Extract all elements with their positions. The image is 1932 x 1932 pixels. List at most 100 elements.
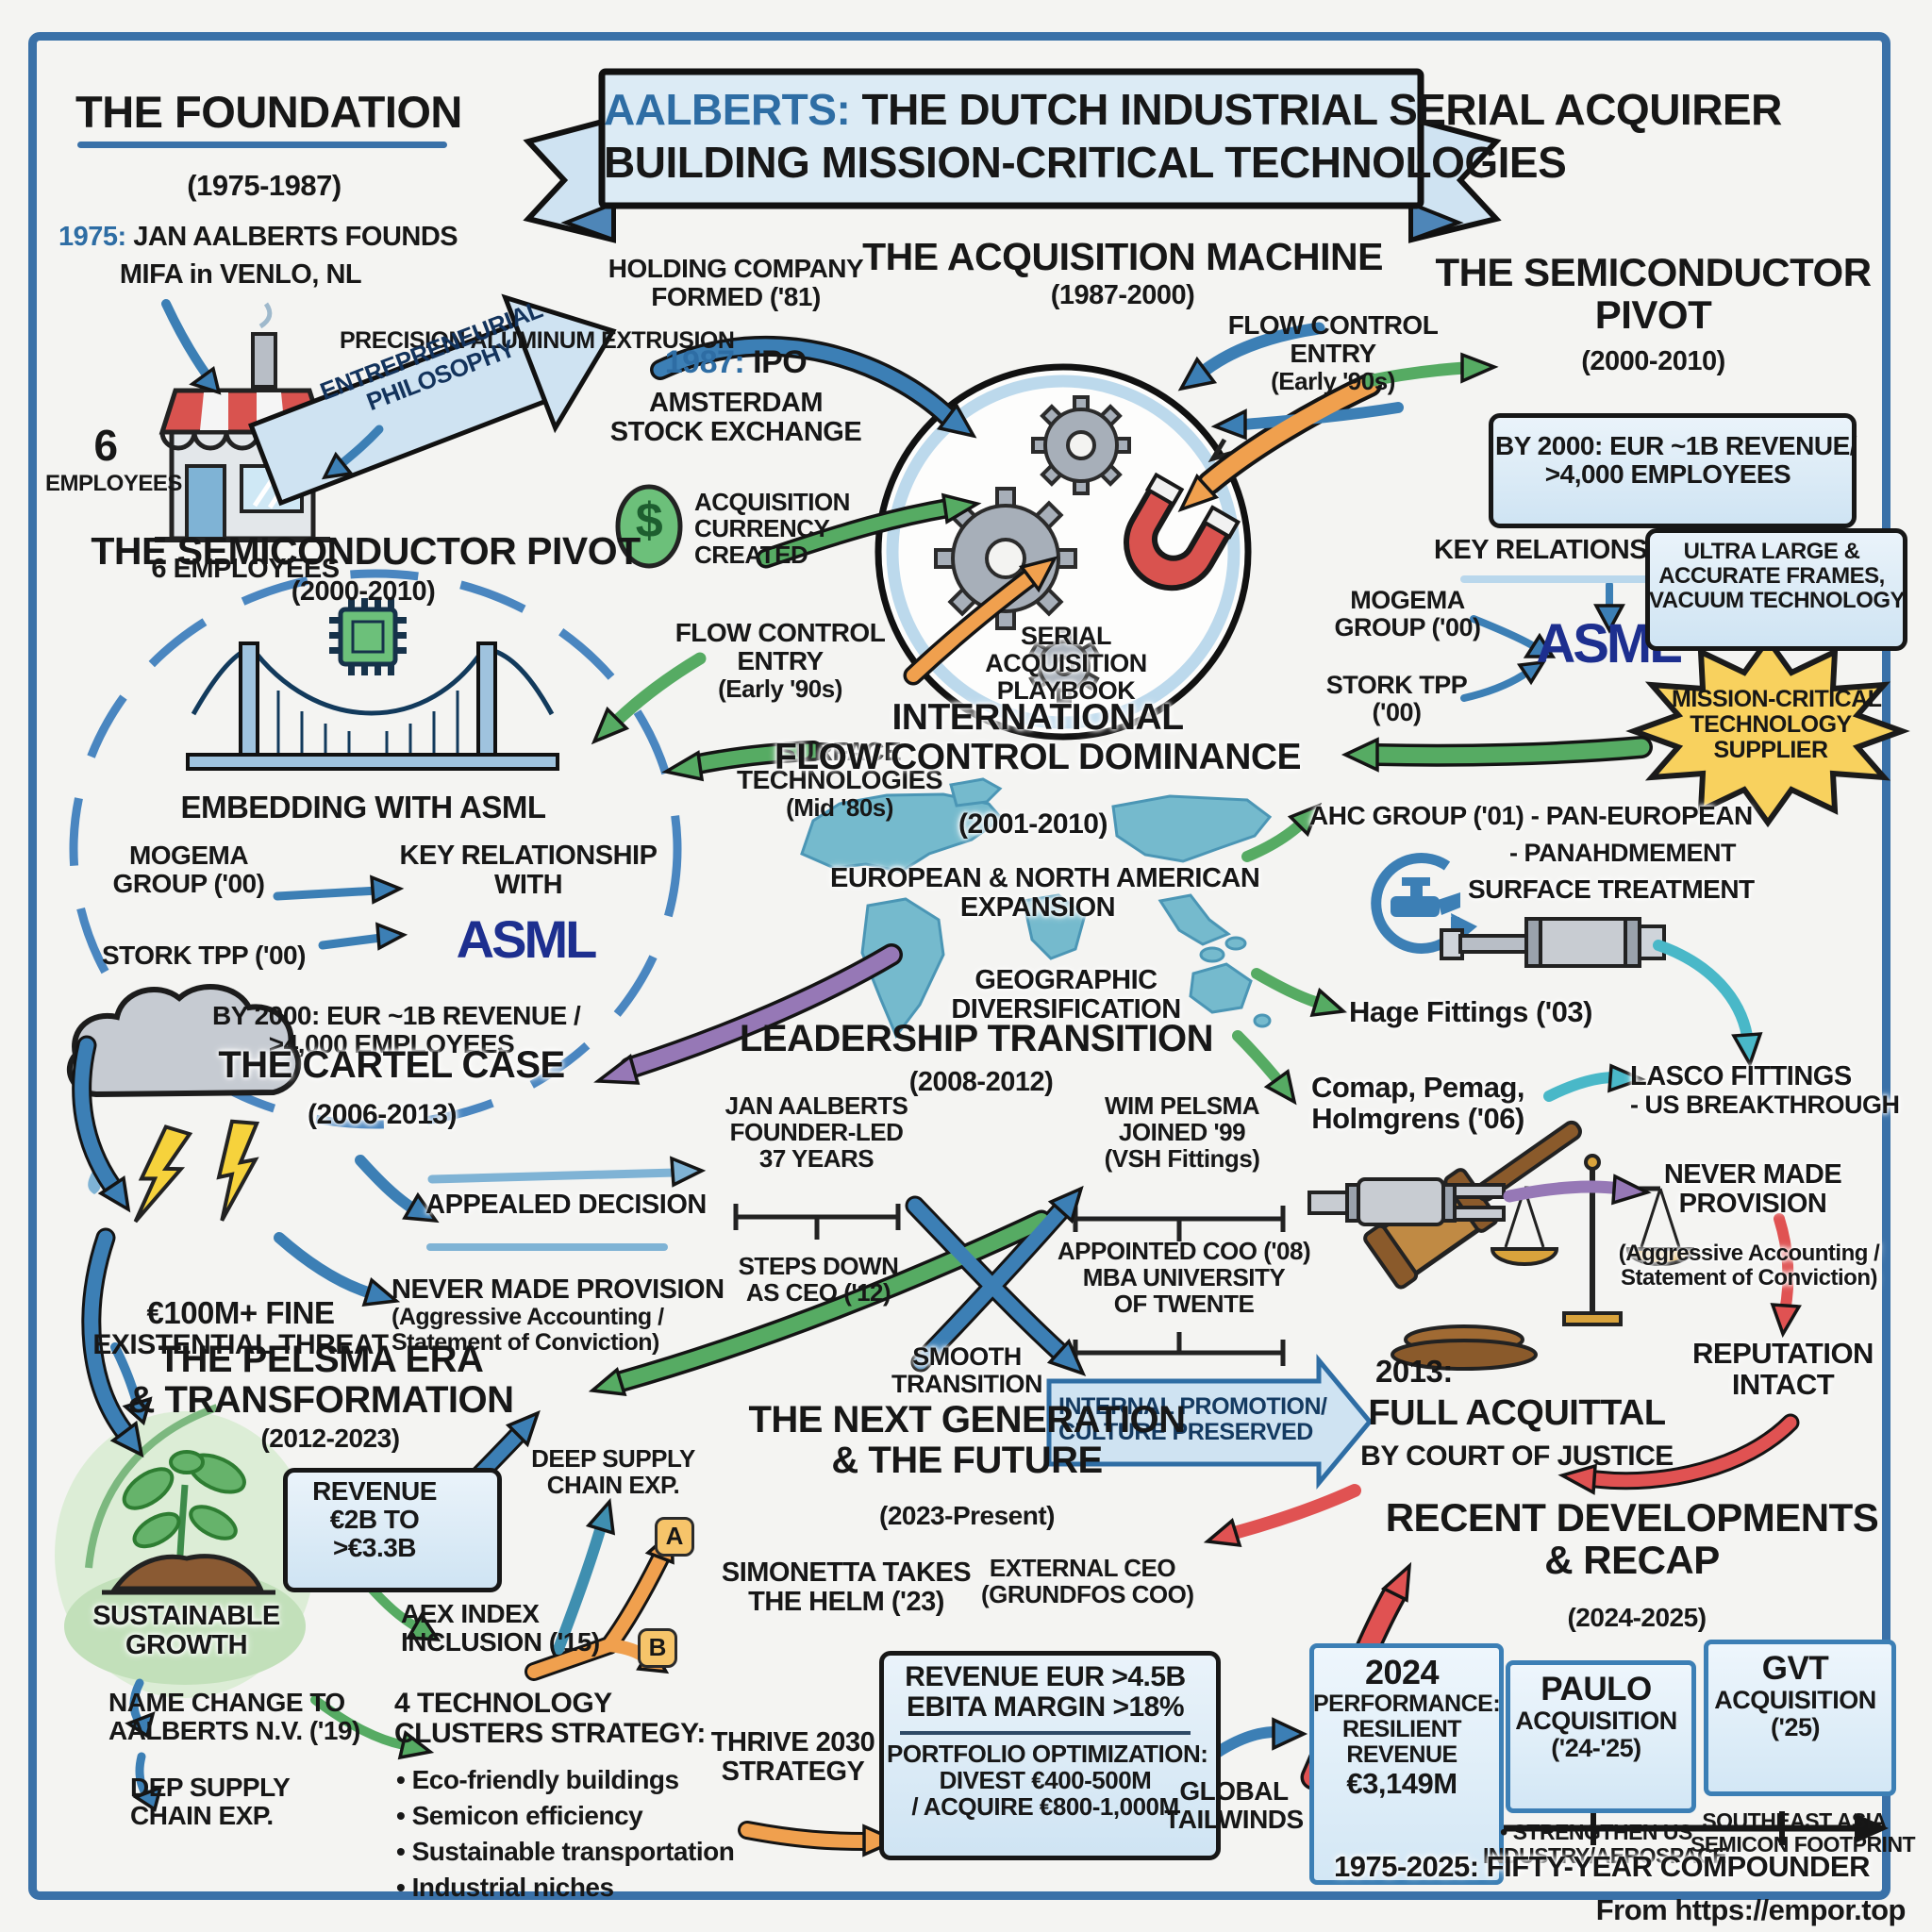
name-change: NAME CHANGE TO AALBERTS N.V. ('19) xyxy=(108,1688,360,1746)
never-made-provision-right-sub: (Aggressive Accounting / Statement of Co… xyxy=(1618,1241,1880,1291)
paulo-label: PAULO ACQUISITION ('24-'25) xyxy=(1515,1671,1677,1762)
foundation-founding-2: MIFA in VENLO, NL xyxy=(119,259,362,290)
acquittal-line1: FULL ACQUITTAL xyxy=(1368,1393,1666,1433)
smooth-transition: SMOOTH TRANSITION xyxy=(891,1342,1043,1399)
cluster-bullet-3: • Sustainable transportation xyxy=(396,1837,735,1866)
gear-tiny-icon xyxy=(1028,629,1100,703)
global-tailwinds: GLOBAL TAILWINDS xyxy=(1164,1776,1304,1835)
starburst-label: MISSION-CRITICAL TECHNOLOGY SUPPLIER xyxy=(1672,686,1882,763)
nextgen-title: THE NEXT GENERATION & THE FUTURE xyxy=(748,1399,1186,1482)
sustainable-growth: SUSTAINABLE GROWTH xyxy=(92,1601,280,1661)
dollar-icon xyxy=(615,484,683,569)
employees-label: EMPLOYEES xyxy=(45,471,182,496)
hage-fittings: Hage Fittings ('03) xyxy=(1349,995,1592,1028)
banner-title-line1: AALBERTS: THE DUTCH INDUSTRIAL SERIAL AC… xyxy=(604,85,1782,134)
revenue-growth-box xyxy=(283,1468,502,1592)
clusters-strategy: 4 TECHNOLOGY CLUSTERS STRATEGY: xyxy=(394,1688,706,1750)
flow-entry-left: FLOW CONTROL ENTRY (Early '90s) xyxy=(675,618,886,704)
revenue-growth: REVENUE €2B TO >€3.3B xyxy=(312,1476,437,1563)
never-made-provision-cartel: NEVER MADE PROVISION (Aggressive Account… xyxy=(391,1274,724,1357)
foundation-founding: 1975: JAN AALBERTS FOUNDS xyxy=(58,222,458,252)
dep-supply: DEP SUPPLY CHAIN EXP. xyxy=(130,1773,291,1831)
lasco: LASCO FITTINGS - US BREAKTHROUGH xyxy=(1630,1061,1900,1120)
mogema-left: MOGEMA GROUP ('00) xyxy=(112,841,265,899)
dollar-glyph: $ xyxy=(635,493,663,548)
flow-entry-right: FLOW CONTROL ENTRY (Early '90s) xyxy=(1227,310,1439,396)
fine-label: €100M+ FINE EXISTENTIAL THREAT xyxy=(92,1295,389,1360)
cartel-years: (2006-2013) xyxy=(308,1099,457,1130)
nextgen-box xyxy=(879,1651,1221,1860)
gavel-icon xyxy=(1363,1120,1582,1371)
banner-brand: AALBERTS: xyxy=(604,85,851,134)
stork-right: STORK TPP ('00) xyxy=(1325,671,1468,727)
cluster-bullet-2: • Semicon efficiency xyxy=(396,1801,643,1830)
pivot-right-revenue: BY 2000: EUR ~1B REVENUE/ >4,000 EMPLOYE… xyxy=(1495,431,1857,490)
nextgen-box-text: REVENUE EUR >4.5B EBITA MARGIN >18% PORT… xyxy=(887,1661,1208,1821)
ipo-line: 1987: IPO xyxy=(664,344,808,380)
wim-pelsma: WIM PELSMA JOINED '99 (VSH Fittings) xyxy=(1104,1091,1260,1174)
recent-title: RECENT DEVELOPMENTS & RECAP xyxy=(1385,1495,1879,1583)
machine-playbook: SERIAL ACQUISITION PLAYBOOK xyxy=(985,622,1147,706)
appointed-coo: APPOINTED COO ('08) MBA UNIVERSITY OF TW… xyxy=(1057,1237,1311,1319)
internal-promotion-arrow xyxy=(1046,1354,1374,1490)
steps-down: STEPS DOWN AS CEO ('12) xyxy=(738,1252,899,1307)
lightning-icon xyxy=(133,1119,260,1224)
magnet-icon xyxy=(1124,472,1241,591)
key-relationship-left: KEY RELATIONSHIP WITH xyxy=(399,841,658,901)
cartel-title: THE CARTEL CASE xyxy=(218,1044,565,1086)
intl-years: (2001-2010) xyxy=(958,808,1108,840)
perf-2024-box xyxy=(1309,1643,1504,1885)
comap-group: Comap, Pemag, Holmgrens ('06) xyxy=(1310,1071,1525,1136)
simonetta: SIMONETTA TAKES THE HELM ('23) xyxy=(721,1557,972,1618)
arrowheads xyxy=(97,352,1815,1857)
pivot-left-years: (2000-2010) xyxy=(291,576,436,607)
external-ceo: EXTERNAL CEO (GRUNDFOS COO) xyxy=(981,1554,1194,1609)
ipo-exchange: AMSTERDAM STOCK EXCHANGE xyxy=(609,388,862,448)
intl-title: INTERNATIONAL FLOW CONTROL DOMINANCE xyxy=(774,697,1302,778)
machine-years: (1987-2000) xyxy=(1050,280,1195,310)
footer-source-link[interactable]: From https://empor.top xyxy=(1595,1893,1907,1926)
appealed-decision: APPEALED DECISION xyxy=(425,1190,707,1220)
acquittal-line2: BY COURT OF JUSTICE xyxy=(1360,1441,1674,1472)
title-banner xyxy=(523,68,1502,243)
mogema-right: MOGEMA GROUP ('00) xyxy=(1334,586,1481,642)
philosophy-arrow xyxy=(248,293,617,507)
gear-small-icon xyxy=(1031,395,1131,495)
foundation-years: (1975-1987) xyxy=(187,169,341,202)
frames-label: ULTRA LARGE & ACCURATE FRAMES, VACUUM TE… xyxy=(1649,539,1906,613)
asml-logo-left: ASML xyxy=(456,909,598,969)
machine-title: THE ACQUISITION MACHINE xyxy=(862,235,1383,278)
seedling-icon xyxy=(55,1404,315,1698)
pivot-left-title: THE SEMICONDUCTOR PIVOT xyxy=(91,529,641,573)
acquittal-year: 2013: xyxy=(1375,1354,1453,1389)
surface-tech: SURFACE TECHNOLOGIES (Mid '80s) xyxy=(736,737,943,823)
internal-promotion: INTERNAL PROMOTION/ CULTURE PRESERVED xyxy=(1058,1393,1327,1445)
nextgen-years: (2023-Present) xyxy=(879,1501,1055,1530)
holding-formed: HOLDING COMPANY FORMED ('81) xyxy=(608,254,864,312)
reputation-intact: REPUTATION INTACT xyxy=(1692,1337,1874,1402)
paulo-box xyxy=(1506,1660,1696,1813)
gvt-label: GVT ACQUISITION ('25) xyxy=(1714,1650,1876,1741)
foundation-underline xyxy=(77,142,447,148)
starburst-icon xyxy=(1625,634,1910,828)
ahc-group: AHC GROUP ('01) - PAN-EUROPEAN xyxy=(1309,801,1753,830)
currency-label: ACQUISITION CURRENCY CREATED xyxy=(694,488,850,570)
employees-caption: 6 EMPLOYEES xyxy=(151,554,340,584)
ahc-group-3: SURFACE TREATMENT xyxy=(1468,874,1755,904)
label-a-badge: A xyxy=(655,1517,694,1557)
pivot-circle xyxy=(69,569,682,1129)
scales-icon xyxy=(1490,1154,1695,1326)
key-rel-underline xyxy=(1460,575,1734,583)
thrive-2030: THRIVE 2030 STRATEGY xyxy=(710,1727,875,1788)
ahc-group-2: - PANAHDMEMENT xyxy=(1509,839,1736,867)
cylinder-fitting-icon xyxy=(1440,917,1666,968)
pivot-right-title: THE SEMICONDUCTOR PIVOT xyxy=(1435,250,1872,338)
frames-box xyxy=(1645,528,1907,651)
intl-expansion: EUROPEAN & NORTH AMERICAN EXPANSION xyxy=(830,863,1260,924)
leadership-title: LEADERSHIP TRANSITION xyxy=(739,1018,1214,1059)
pelsma-title: THE PELSMA ERA & TRANSFORMATION xyxy=(127,1339,515,1422)
foundation-title: THE FOUNDATION xyxy=(75,87,462,137)
jan-aalberts: JAN AALBERTS FOUNDER-LED 37 YEARS xyxy=(724,1091,908,1174)
acquisition-machine-icon xyxy=(874,363,1252,741)
